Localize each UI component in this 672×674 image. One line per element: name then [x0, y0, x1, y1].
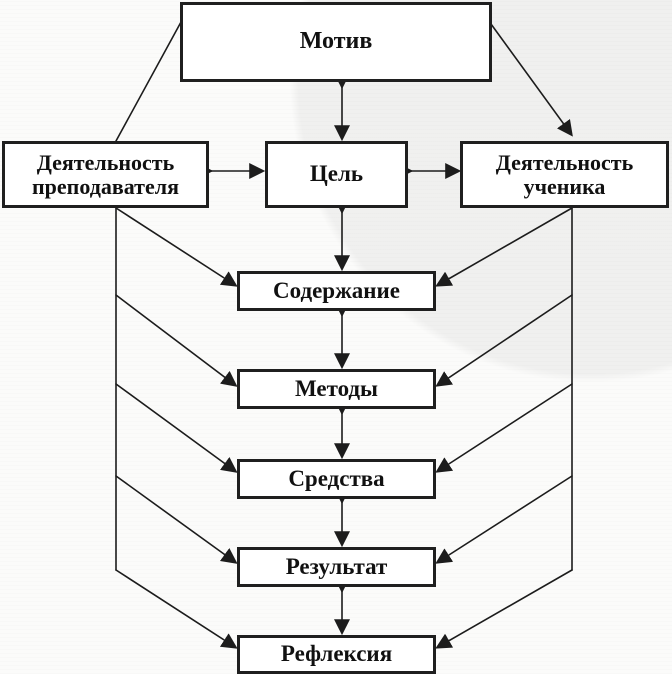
- student-to-result-arrow: [435, 475, 573, 564]
- means-box: Средства: [237, 459, 436, 499]
- student-to-means-arrow: [435, 383, 573, 473]
- methods-box: Методы: [237, 369, 436, 409]
- teacher-to-reflection-arrow: [115, 569, 238, 649]
- methods-label: Методы: [294, 375, 379, 401]
- teacher-to-methods-arrow: [115, 294, 238, 387]
- goal-label: Цель: [309, 161, 364, 187]
- teacher-to-means-arrow: [115, 383, 238, 473]
- student-activity-label: Деятельность ученика: [495, 150, 634, 199]
- content-label: Содержание: [273, 277, 400, 303]
- goal-box: Цель: [265, 141, 408, 208]
- student-activity-box: Деятельность ученика: [460, 141, 669, 208]
- teacher-to-result-arrow: [115, 475, 238, 564]
- motive-to-student-arrow: [490, 23, 573, 137]
- means-label: Средства: [288, 465, 385, 491]
- teacher-activity-box: Деятельность преподавателя: [2, 141, 209, 208]
- motive-box: Мотив: [180, 2, 492, 82]
- content-box: Содержание: [237, 271, 436, 311]
- reflection-box: Рефлексия: [237, 635, 436, 674]
- reflection-label: Рефлексия: [280, 641, 393, 667]
- teacher-to-content-arrow: [115, 207, 238, 287]
- student-to-reflection-arrow: [435, 569, 573, 649]
- result-box: Результат: [237, 547, 436, 587]
- student-to-content-arrow: [435, 207, 573, 287]
- motive-to-teacher-line: [115, 21, 182, 142]
- motive-label: Мотив: [299, 28, 373, 55]
- teacher-activity-label: Деятельность преподавателя: [32, 150, 179, 199]
- result-label: Результат: [285, 553, 388, 579]
- student-to-methods-arrow: [435, 294, 573, 387]
